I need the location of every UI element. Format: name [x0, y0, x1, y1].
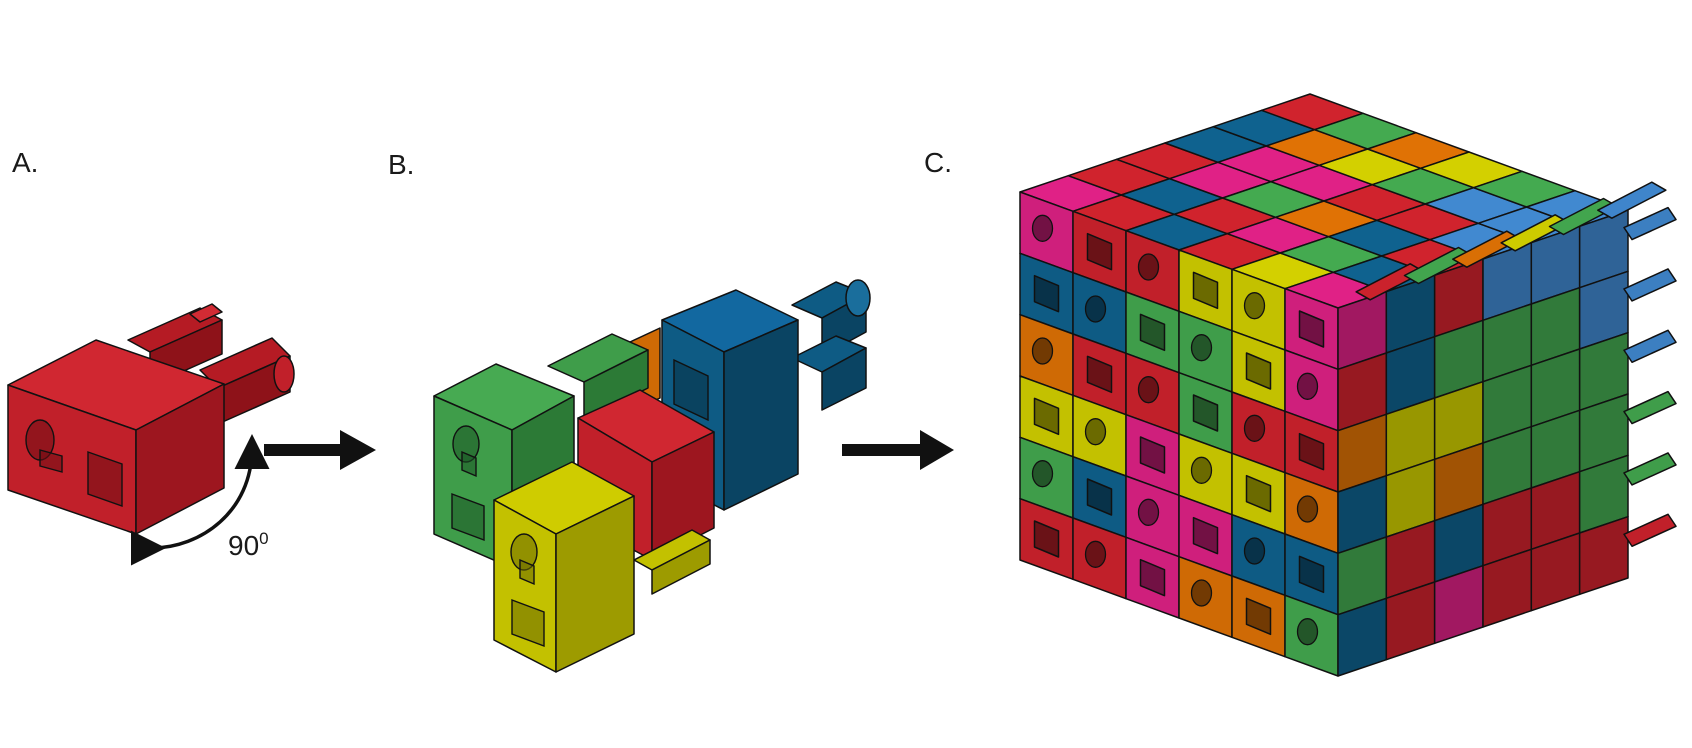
cube-hole-square — [1033, 274, 1060, 313]
cube-side-peg — [1623, 329, 1677, 364]
panel-b: B. — [388, 149, 954, 673]
cube-hole-square — [1139, 436, 1166, 474]
arrow-right-icon — [264, 430, 376, 470]
cube-hole-round — [1137, 498, 1160, 526]
cube-hole-round — [1031, 337, 1054, 365]
angle-unit: 0 — [259, 529, 268, 548]
cube-hole-round — [1296, 495, 1319, 523]
cube-hole-square — [1245, 474, 1272, 513]
cube-hole-square — [1139, 558, 1166, 597]
cube-side-peg — [1623, 390, 1677, 425]
cube-hole-round — [1084, 540, 1107, 568]
cube-hole-round — [1190, 334, 1213, 362]
block-yellow — [493, 461, 635, 673]
panel-c-label: C. — [924, 147, 952, 178]
cube-hole-square — [1086, 232, 1113, 271]
angle-label: 900 — [228, 529, 269, 561]
angle-value: 90 — [228, 530, 259, 561]
assembled-cube — [1019, 93, 1677, 677]
assembled-blocks — [433, 279, 871, 673]
panel-b-label: B. — [388, 149, 414, 180]
cube-hole-round — [1137, 253, 1160, 281]
cube-side-peg — [1623, 513, 1677, 548]
cube-hole-square — [1086, 478, 1113, 516]
cube-hole-round — [1084, 418, 1107, 446]
cube-right-tile — [1578, 515, 1629, 596]
rotation-arrow-icon — [130, 434, 270, 566]
cube-top-face — [1019, 93, 1629, 309]
cube-side-peg — [1623, 268, 1677, 302]
cube-hole-round — [1296, 372, 1319, 400]
cube-hole-round — [1296, 618, 1319, 646]
cube-hole-square — [1033, 520, 1060, 558]
cube-hole-square — [1139, 313, 1166, 352]
arrow-right-icon — [842, 430, 954, 470]
cube-hole-round — [1243, 292, 1266, 320]
cube-hole-round — [1190, 456, 1213, 484]
cube-hole-square — [1298, 432, 1325, 471]
cube-hole-square — [1245, 352, 1272, 390]
cube-right-face — [1337, 209, 1629, 677]
cube-front-face — [1019, 191, 1339, 677]
block-peg-round — [199, 337, 295, 425]
cube-hole-round — [1243, 537, 1266, 565]
cube-hole-round — [1190, 579, 1213, 607]
panel-a: A. 900 — [7, 147, 376, 566]
cube-hole-round — [1084, 295, 1107, 323]
cube-hole-round — [1137, 376, 1160, 404]
cube-hole-round — [1031, 460, 1054, 488]
cube-hole-square — [1192, 271, 1219, 310]
cube-side-peg — [1623, 452, 1677, 486]
single-block-red — [7, 303, 295, 535]
panel-c: C. — [924, 93, 1677, 677]
cube-peg — [1597, 181, 1667, 219]
cube-side-peg — [1623, 206, 1677, 241]
cube-hole-square — [1086, 355, 1113, 394]
cube-hole-square — [1298, 310, 1325, 348]
cube-hole-square — [1298, 555, 1325, 594]
cube-pegs — [1355, 181, 1677, 548]
cube-hole-square — [1245, 597, 1272, 636]
cube-hole-square — [1192, 516, 1219, 555]
cube-hole-square — [1192, 394, 1219, 432]
cube-hole-round — [1243, 414, 1266, 442]
cube-hole-round — [1031, 214, 1054, 242]
panel-a-label: A. — [12, 147, 38, 178]
cube-hole-square — [1033, 397, 1060, 436]
